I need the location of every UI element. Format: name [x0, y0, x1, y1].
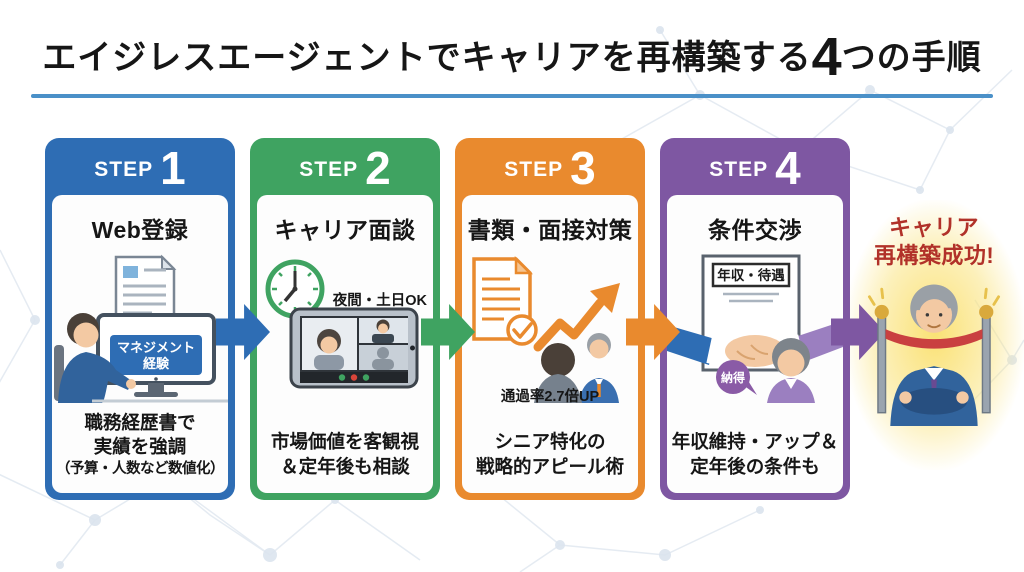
- senior-man-icon: [890, 284, 978, 426]
- interview-people-icon: [534, 333, 619, 403]
- step-2-availability-note: 夜間・土日OK: [332, 293, 427, 309]
- title-big-number: 4: [811, 27, 842, 87]
- senior-worker-icon: [58, 313, 136, 403]
- step-3-caption: シニア特化の 戦略的アピール術: [475, 431, 624, 477]
- step-card-3: STEP 3 書類・面接対策: [455, 138, 645, 500]
- step-1-illustration: マネジメント 経験: [52, 253, 228, 405]
- monitor-icon: マネジメント 経験: [96, 313, 216, 397]
- step-3-illustration: [462, 253, 638, 405]
- step-3-number: 3: [570, 142, 596, 194]
- page-title: エイジレスエージェントでキャリアを再構築する4つの手順: [42, 27, 982, 87]
- checked-document-icon: [472, 255, 538, 346]
- step-2-body: キャリア面談 夜間・土日OK: [257, 195, 433, 493]
- svg-text:年収・待遇: 年収・待遇: [717, 267, 785, 283]
- step-2-illustration: [257, 253, 433, 405]
- step-3-body: 書類・面接対策: [462, 195, 638, 493]
- handshake-negotiation-icon: 年収・待遇: [667, 254, 843, 403]
- sparkle-icon: [867, 287, 1001, 306]
- step-4-header: STEP 4: [667, 145, 843, 195]
- step-1-body: Web登録: [52, 195, 228, 493]
- step-4-label: STEP: [709, 158, 769, 181]
- confident-senior-man-icon: [867, 284, 1001, 426]
- step-1-caption: 職務経歴書で 実績を強調 （予算・人数など数値化）: [56, 412, 225, 477]
- step-2-label: STEP: [299, 158, 359, 181]
- step-1-label: STEP: [94, 158, 154, 181]
- tablet-video-call-icon: [289, 307, 419, 389]
- resume-document-icon: [114, 254, 177, 333]
- step-2-caption: 市場価値を客観視 ＆定年後も相談: [270, 431, 419, 477]
- agreement-bubble-icon: 納得: [716, 360, 757, 395]
- header: エイジレスエージェントでキャリアを再構築する4つの手順: [0, 0, 1024, 99]
- step-2-number: 2: [365, 142, 391, 194]
- red-rope-barrier-icon: [874, 304, 994, 414]
- step-card-1: STEP 1 Web登録: [45, 138, 235, 500]
- step-4-number: 4: [775, 142, 801, 194]
- step-1-header: STEP 1: [52, 145, 228, 195]
- step-1-title: Web登録: [91, 217, 189, 243]
- step-4-body: 条件交渉 年収・待遇: [667, 195, 843, 493]
- step-3-header: STEP 3: [462, 145, 638, 195]
- step-1-number: 1: [160, 142, 186, 194]
- goal-text: キャリア 再構築成功!: [873, 215, 995, 268]
- step-card-4: STEP 4 条件交渉 年収・待遇: [660, 138, 850, 500]
- step-3-pass-rate-note: 通過率2.7倍UP: [500, 389, 600, 405]
- step-card-2: STEP 2 キャリア面談 夜間・土日OK: [250, 138, 440, 500]
- step-3-label: STEP: [504, 158, 564, 181]
- svg-text:マネジメント: マネジメント: [117, 340, 195, 355]
- contract-paper-icon: 年収・待遇: [701, 254, 801, 372]
- svg-text:納得: 納得: [721, 370, 745, 385]
- step-4-title: 条件交渉: [708, 217, 802, 243]
- goal-section: キャリア 再構築成功!: [848, 214, 1020, 434]
- step-3-title: 書類・面接対策: [467, 217, 633, 243]
- steps-flow: STEP 1 Web登録: [45, 138, 885, 500]
- title-underline: [31, 94, 993, 99]
- growth-arrow-icon: [533, 283, 620, 352]
- document-check-growth-icon: [472, 255, 620, 403]
- step-4-illustration: 年収・待遇: [667, 253, 843, 405]
- man-at-computer-icon: マネジメント 経験: [54, 254, 228, 403]
- senior-woman-icon: [767, 338, 815, 403]
- step-2-title: キャリア面談: [274, 217, 416, 243]
- goal-illustration: [848, 269, 1020, 434]
- svg-text:経験: 経験: [143, 356, 170, 371]
- step-2-header: STEP 2: [257, 145, 433, 195]
- video-interview-icon: [265, 259, 419, 389]
- step-4-caption: 年収維持・アップ＆ 定年後の条件も: [671, 431, 839, 477]
